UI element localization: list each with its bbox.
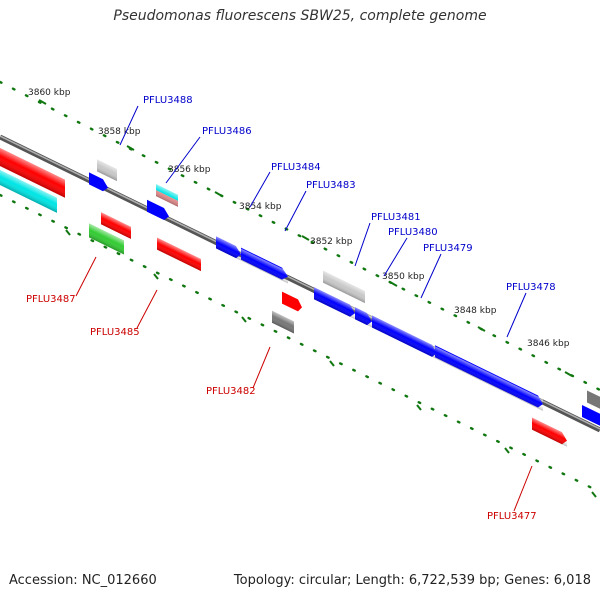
forward-leader-lines: [119, 105, 527, 338]
gene-label-pflu3486[interactable]: PFLU3486: [202, 126, 252, 137]
gene-label-pflu3487[interactable]: PFLU3487: [26, 294, 76, 305]
tick-label: 3854 kbp: [239, 202, 282, 212]
blue-cds-pflu3488[interactable]: [89, 172, 108, 193]
forward-gene-labels: PFLU3488 PFLU3486 PFLU3484 PFLU3483 PFLU…: [143, 95, 556, 293]
gene-label-pflu3484[interactable]: PFLU3484: [271, 162, 321, 173]
tick-label: 3846 kbp: [527, 339, 570, 349]
gene-label-pflu3481[interactable]: PFLU3481: [371, 212, 421, 223]
gene-label-pflu3482[interactable]: PFLU3482: [206, 386, 256, 397]
tick-labels: 3860 kbp 3858 kbp 3856 kbp 3854 kbp 3852…: [28, 88, 570, 349]
tick-ring-inner: [0, 193, 600, 494]
gene-label-pflu3477[interactable]: PFLU3477: [487, 511, 537, 522]
map-title: Pseudomonas fluorescens SBW25, complete …: [113, 8, 487, 24]
reverse-leader-lines: [75, 256, 533, 512]
genome-summary-text: Topology: circular; Length: 6,722,539 bp…: [233, 573, 591, 588]
tick-label: 3860 kbp: [28, 88, 71, 98]
tick-ring-outer: [0, 80, 600, 392]
tick-label: 3852 kbp: [310, 237, 353, 247]
gene-label-pflu3485[interactable]: PFLU3485: [90, 327, 140, 338]
gene-label-pflu3478[interactable]: PFLU3478: [506, 282, 556, 293]
features-layer: [0, 145, 600, 447]
tick-label: 3848 kbp: [454, 306, 497, 316]
gene-label-pflu3479[interactable]: PFLU3479: [423, 243, 473, 254]
reverse-gene-labels: PFLU3487 PFLU3485 PFLU3482 PFLU3477: [26, 294, 537, 522]
red-cds-pflu3482[interactable]: [282, 291, 302, 314]
grey-feature[interactable]: [587, 390, 600, 413]
major-ticks: [38, 99, 597, 498]
tick-label: 3856 kbp: [168, 165, 211, 175]
gene-label-pflu3488[interactable]: PFLU3488: [143, 95, 193, 106]
gene-label-pflu3480[interactable]: PFLU3480: [388, 227, 438, 238]
gene-label-pflu3483[interactable]: PFLU3483: [306, 180, 356, 191]
tick-label: 3858 kbp: [98, 127, 141, 137]
accession-text: Accession: NC_012660: [9, 573, 157, 588]
blue-cds-pflu3486[interactable]: [147, 199, 169, 223]
blue-cds-feature[interactable]: [582, 405, 600, 430]
tick-label: 3850 kbp: [382, 272, 425, 282]
